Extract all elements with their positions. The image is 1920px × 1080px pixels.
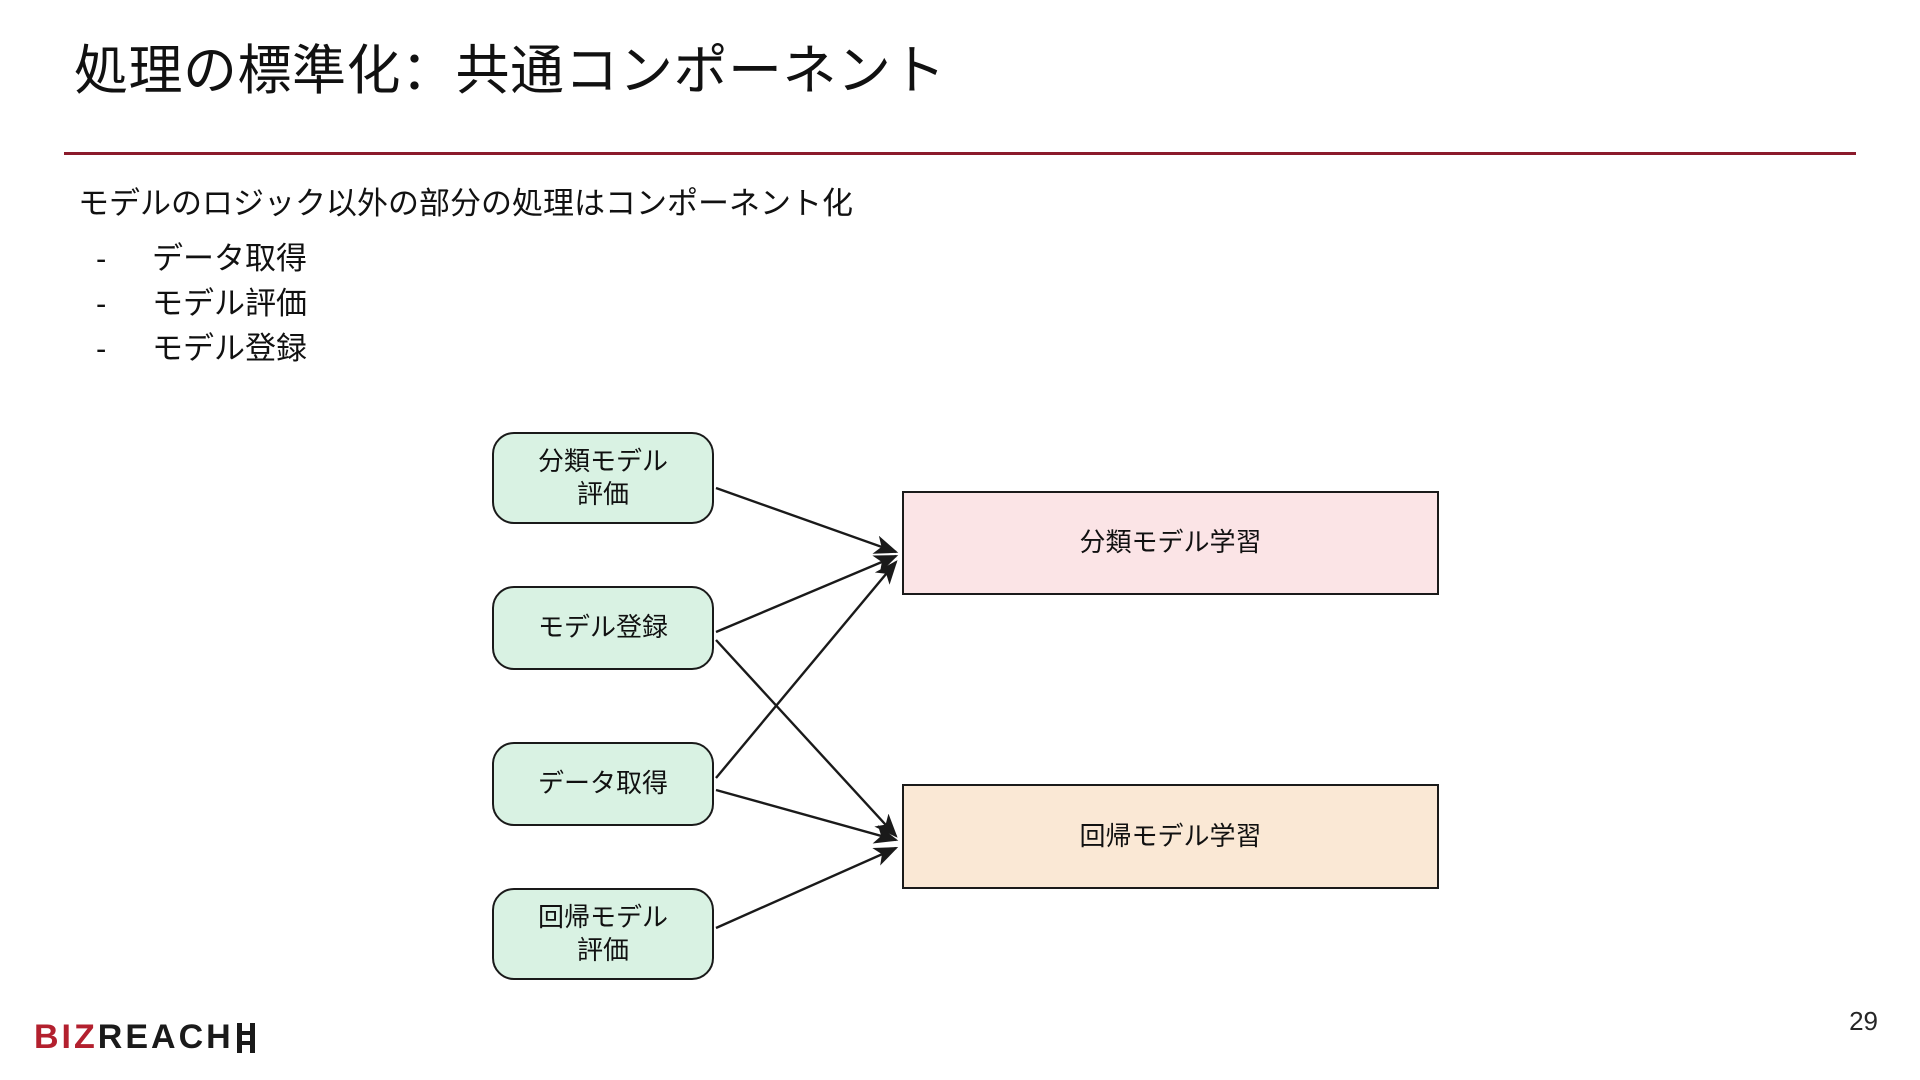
node-label: 回帰モデル学習 <box>1079 820 1262 851</box>
node-regress-eval[interactable]: 回帰モデル 評価 <box>492 888 714 980</box>
node-label: 分類モデル学習 <box>1079 527 1262 558</box>
list-item: - モデル評価 <box>96 288 307 333</box>
bullet-marker: - <box>96 241 107 276</box>
list-item: - データ取得 <box>96 243 307 288</box>
ladder-icon <box>236 1022 256 1053</box>
bullet-marker: - <box>96 286 107 321</box>
node-model-register[interactable]: モデル登録 <box>492 586 714 670</box>
edge-data-fetch-to-classify-train <box>715 560 898 779</box>
node-regress-train[interactable]: 回帰モデル学習 <box>902 784 1439 889</box>
page-number: 29 <box>1849 1006 1878 1036</box>
edge-model-register-to-regress-train <box>715 639 898 838</box>
node-data-fetch[interactable]: データ取得 <box>492 742 714 826</box>
node-label: 分類モデル 評価 <box>537 445 668 509</box>
node-label: 回帰モデル 評価 <box>537 901 668 965</box>
bullet-label: モデル評価 <box>152 286 307 321</box>
logo-biz-text: BIZ <box>34 1018 98 1056</box>
bullet-marker: - <box>96 331 107 366</box>
edge-classify-eval-to-classify-train <box>715 486 899 554</box>
page-title: 処理の標準化：共通コンポーネント <box>74 41 946 101</box>
node-label: データ取得 <box>537 768 668 799</box>
node-classify-train[interactable]: 分類モデル学習 <box>902 491 1439 595</box>
edge-model-register-to-classify-train <box>715 554 899 634</box>
logo-reach-text: REACH <box>97 1018 234 1056</box>
list-item: - モデル登録 <box>96 333 307 378</box>
edge-data-fetch-to-regress-train <box>715 788 899 844</box>
title-divider <box>64 152 1856 155</box>
bullet-list: - データ取得 - モデル評価 - モデル登録 <box>96 243 307 378</box>
node-label: モデル登録 <box>537 612 668 643</box>
bullet-label: データ取得 <box>152 241 307 276</box>
edge-regress-eval-to-regress-train <box>715 846 899 930</box>
node-classify-eval[interactable]: 分類モデル 評価 <box>492 432 714 524</box>
bullet-label: モデル登録 <box>152 331 307 366</box>
subtitle-text: モデルのロジック以外の部分の処理はコンポーネント化 <box>78 186 853 221</box>
